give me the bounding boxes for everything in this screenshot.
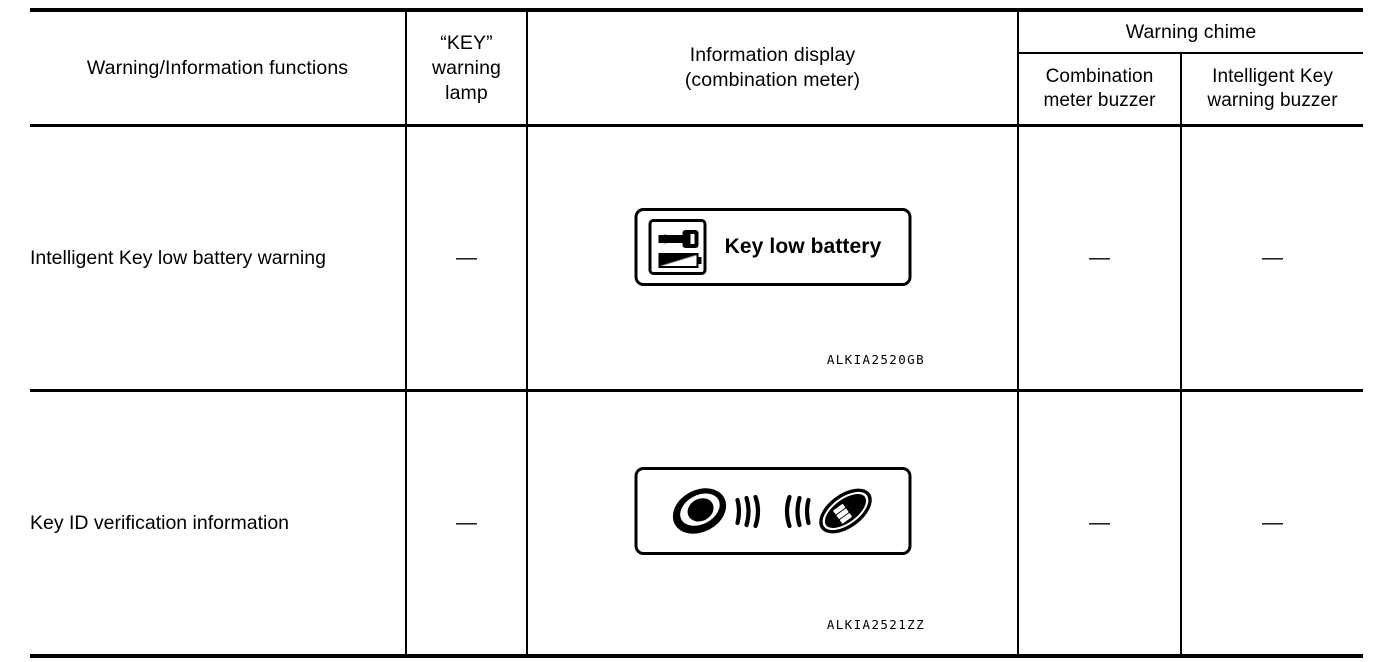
display-message-text: Key low battery	[724, 235, 882, 258]
cell-combination-meter-buzzer-row-1: —	[1017, 389, 1181, 658]
battery-terminal-glyph	[698, 257, 701, 264]
column-header-information-display: Information display (combination meter)	[526, 8, 1018, 126]
battery-glyph	[658, 253, 698, 268]
key-low-battery-icon	[648, 219, 706, 275]
column-header-key-warning-lamp: “KEY” warning lamp	[405, 8, 527, 126]
combination-meter-display-key-id-verification	[634, 467, 911, 555]
cell-intelligent-key-warning-buzzer-row-1: —	[1180, 389, 1363, 658]
dash-marker: —	[456, 245, 477, 269]
column-header-function: Warning/Information functions	[30, 8, 406, 126]
combination-meter-buzzer-line1: Combination	[1045, 66, 1154, 87]
column-header-warning-chime: Warning chime	[1017, 8, 1363, 53]
information-display-header-line1: Information display	[689, 44, 856, 66]
table-row: Key ID verification information —	[30, 389, 1363, 658]
warning-information-functions-table: Warning/Information functions “KEY” warn…	[30, 8, 1363, 658]
information-display-header-line2: (combination meter)	[684, 69, 861, 91]
row-label-intelligent-key-low-battery-warning: Intelligent Key low battery warning	[30, 124, 406, 391]
cell-information-display-row-0: Key low battery ALKIA2520GB	[526, 124, 1018, 391]
row-label-key-id-verification-information: Key ID verification information	[30, 389, 406, 658]
combination-meter-display-key-low-battery: Key low battery	[634, 208, 911, 286]
dash-marker: —	[1089, 510, 1110, 534]
column-header-combination-meter-buzzer: Combination meter buzzer	[1017, 52, 1181, 126]
table-body: Intelligent Key low battery warning —	[30, 124, 1363, 658]
figure-caption: ALKIA2521ZZ	[826, 617, 925, 632]
key-warning-lamp-header-line2: warning	[432, 56, 501, 79]
dash-marker: —	[456, 510, 477, 534]
cell-key-warning-lamp-row-0: —	[405, 124, 527, 391]
key-id-verification-icon	[672, 488, 872, 534]
key-glyph	[658, 230, 698, 248]
information-display-figure-1: ALKIA2521ZZ	[528, 392, 1017, 654]
header-row-sub: Combination meter buzzer Intelligent Key…	[30, 52, 1363, 126]
intelligent-key-buzzer-line1: Intelligent Key	[1212, 66, 1333, 87]
information-display-figure-0: Key low battery ALKIA2520GB	[528, 127, 1017, 389]
column-header-intelligent-key-warning-buzzer: Intelligent Key warning buzzer	[1180, 52, 1363, 126]
combination-meter-buzzer-line2: meter buzzer	[1043, 90, 1156, 111]
cell-intelligent-key-warning-buzzer-row-0: —	[1180, 124, 1363, 391]
dash-marker: —	[1262, 510, 1283, 534]
dash-marker: —	[1262, 245, 1283, 269]
figure-caption: ALKIA2520GB	[826, 352, 925, 367]
key-warning-lamp-header-line1: “KEY”	[440, 31, 493, 54]
header-row-top: Warning/Information functions “KEY” warn…	[30, 8, 1363, 126]
cell-key-warning-lamp-row-1: —	[405, 389, 527, 658]
table-header: Warning/Information functions “KEY” warn…	[30, 8, 1363, 126]
cell-information-display-row-1: ALKIA2521ZZ	[526, 389, 1018, 658]
intelligent-key-buzzer-line2: warning buzzer	[1207, 90, 1338, 111]
key-warning-lamp-header-line3: lamp	[445, 81, 488, 104]
dash-marker: —	[1089, 245, 1110, 269]
cell-combination-meter-buzzer-row-0: —	[1017, 124, 1181, 391]
table-row: Intelligent Key low battery warning —	[30, 124, 1363, 391]
